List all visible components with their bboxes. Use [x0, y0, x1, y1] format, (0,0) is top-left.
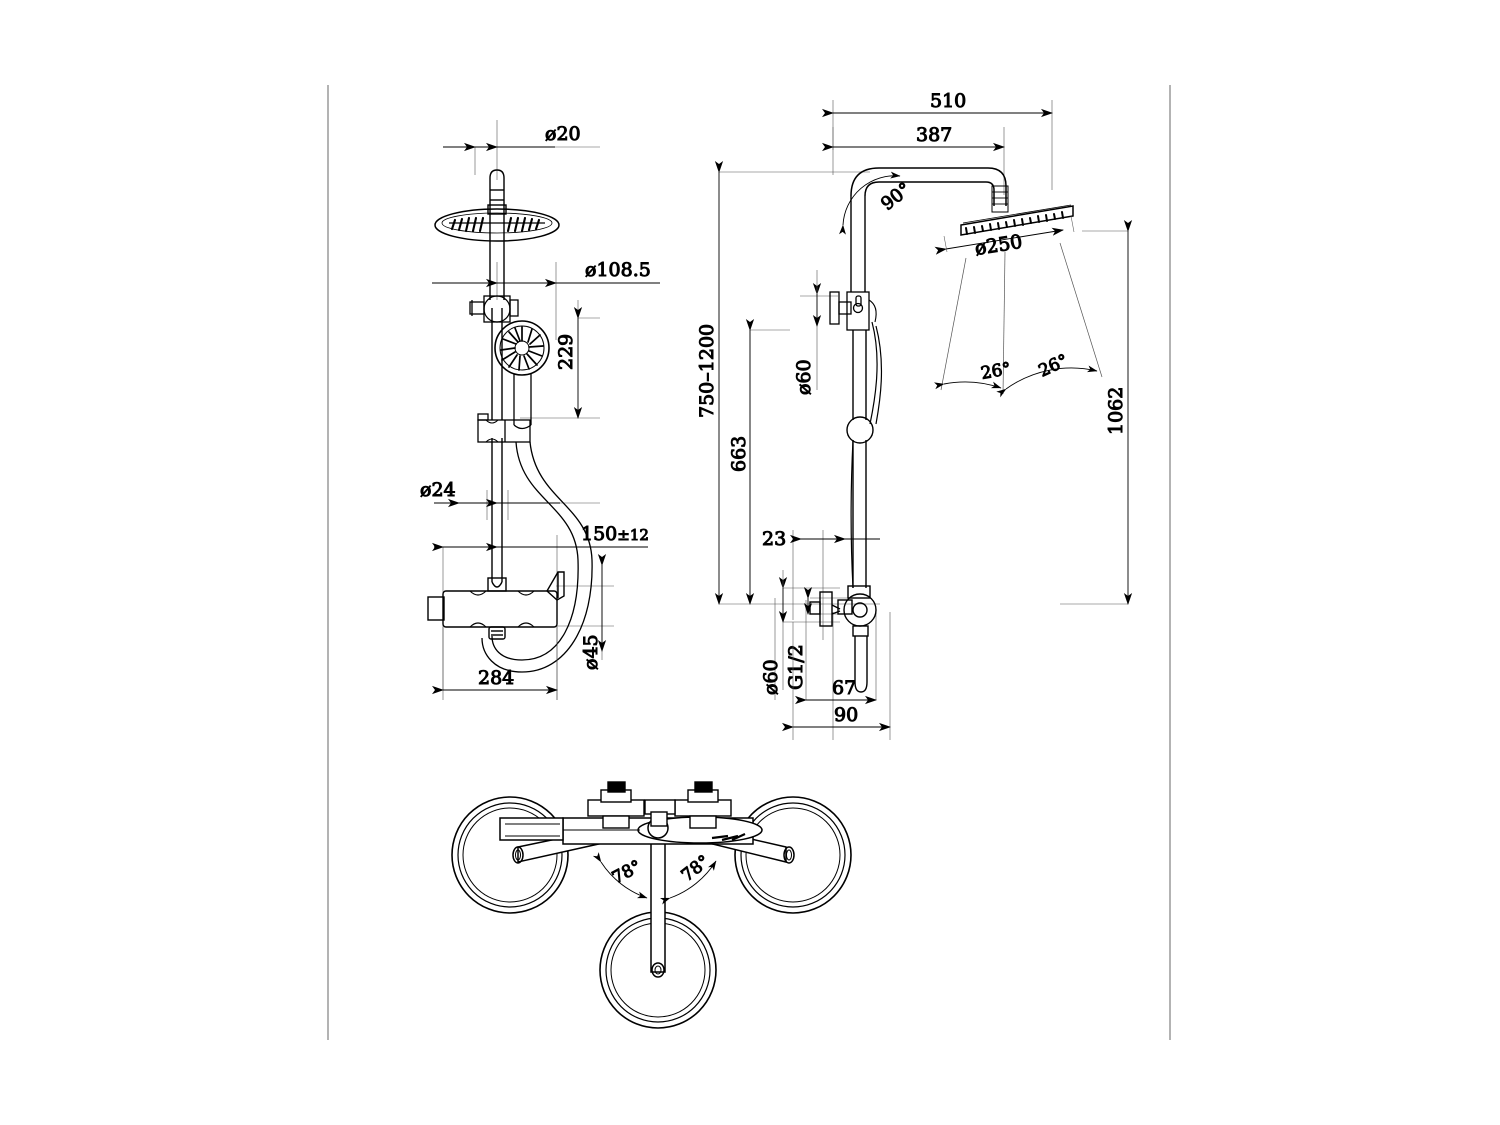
- shower-arm-side: [850, 167, 1009, 213]
- plan-centre-riser: [650, 825, 666, 978]
- plan-handles: [587, 781, 732, 829]
- dim-label-387: 387: [916, 124, 952, 146]
- spray-cone-lines: [940, 242, 1103, 395]
- dim-label-d1085: ø108.5: [585, 259, 651, 281]
- dim-label-510: 510: [930, 90, 966, 112]
- dim-label-663: 663: [728, 436, 750, 472]
- front-extension-lines: [432, 120, 660, 700]
- side-elevation-view: 510 387 90° ø250 26° 26°: [696, 90, 1133, 740]
- dim-label-d20: ø20: [545, 123, 581, 145]
- dim-90deg: [839, 171, 901, 235]
- dim-label-d24: ø24: [420, 479, 456, 501]
- sheet-border: [327, 85, 1171, 1040]
- side-riser-tube: [850, 196, 867, 588]
- dim-label-67: 67: [832, 677, 856, 699]
- side-holder-ring: [846, 416, 874, 444]
- dim-label-229: 229: [555, 334, 577, 370]
- plan-view: 78° 78°: [451, 781, 852, 1029]
- dim-label-d45: ø45: [580, 634, 602, 670]
- dim-label-78deg-left: 78°: [609, 857, 645, 889]
- front-elevation-view: ø20 ø108.5 229 ø24 150±12 ø45: [420, 120, 660, 700]
- dim-label-1062: 1062: [1105, 387, 1127, 435]
- dim-label-750-1200: 750–1200: [696, 324, 718, 418]
- dim-284: [432, 627, 558, 700]
- dim-90: [782, 622, 891, 740]
- dim-label-d60-lower: ø60: [760, 659, 782, 695]
- hand-shower-front: [494, 320, 550, 430]
- dim-26deg-left: [934, 381, 1002, 390]
- shower-hose-front: [481, 441, 593, 673]
- side-upper-bracket: [829, 291, 877, 331]
- thermostatic-mixer-front: [427, 571, 565, 640]
- front-slider-holder: [477, 413, 531, 443]
- plan-mixer-body: [499, 816, 763, 845]
- front-diverter-block: [469, 295, 519, 323]
- dim-label-284: 284: [478, 667, 514, 689]
- plan-left-escutcheon: [451, 796, 569, 914]
- dim-label-d250: ø250: [973, 231, 1024, 260]
- side-extension-lines: [719, 100, 1128, 740]
- rain-shower-head-front: [434, 208, 560, 242]
- dim-label-23: 23: [762, 528, 786, 550]
- dim-label-26deg-left: 26°: [979, 359, 1012, 384]
- dim-label-150: 150±12: [581, 523, 649, 545]
- dim-78deg-left: [592, 852, 648, 899]
- dim-label-d60-upper: ø60: [793, 359, 815, 395]
- dim-label-90deg: 90°: [877, 179, 915, 215]
- plan-right-escutcheon: [734, 796, 852, 914]
- dim-label-78deg-right: 78°: [678, 852, 714, 886]
- dim-label-26deg-right: 26°: [1036, 351, 1072, 382]
- dim-label-g12: G1/2: [785, 644, 807, 690]
- side-thermostatic-valve: [809, 585, 877, 693]
- side-hose: [850, 321, 883, 589]
- dim-26deg-right: [996, 365, 1098, 398]
- dim-d250: [934, 215, 1075, 255]
- dim-78deg-right: [659, 860, 717, 905]
- dim-label-90: 90: [834, 704, 858, 726]
